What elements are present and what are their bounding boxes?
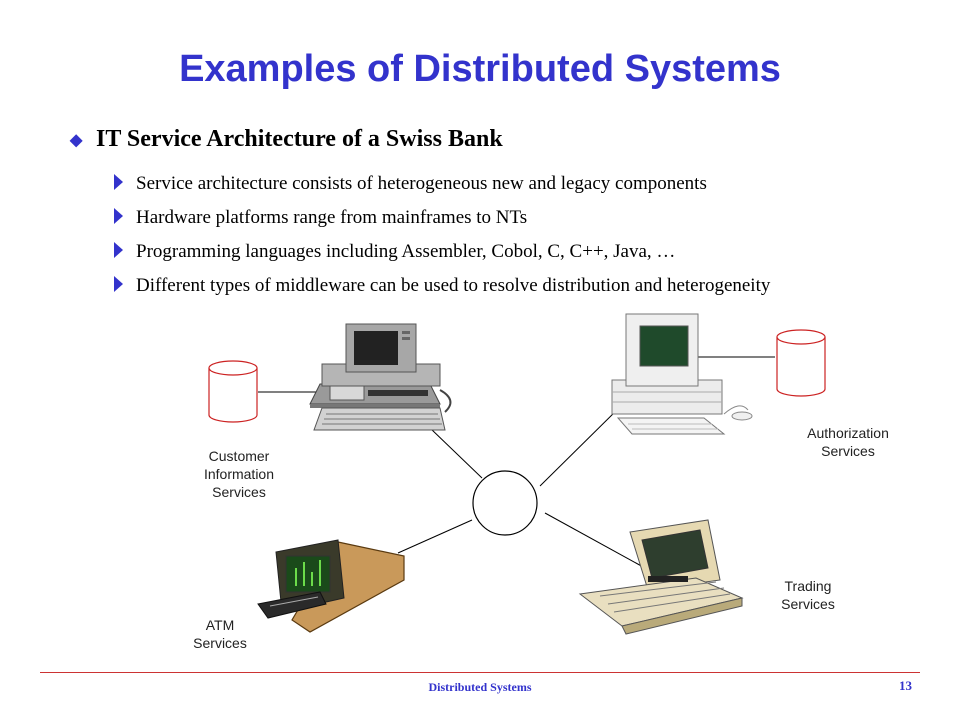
trading-services-label: Trading Services <box>768 577 848 613</box>
link-mainframe-hub <box>429 427 483 479</box>
diamond-bullet-icon: ◆ <box>70 132 83 149</box>
sub-bullet-text: Hardware platforms range from mainframes… <box>136 207 528 228</box>
desktop-computer-icon <box>309 323 452 431</box>
label-line: Information <box>203 466 275 482</box>
sub-bullet-text: Programming languages including Assemble… <box>136 241 676 262</box>
network-hub <box>472 470 538 536</box>
atm-services-label: ATM Services <box>180 616 260 652</box>
label-line: Services <box>193 635 247 651</box>
main-bullet-text: IT Service Architecture of a Swiss Bank <box>96 126 503 152</box>
arrow-bullet-icon <box>114 208 123 224</box>
label-line: Services <box>821 443 875 459</box>
arrow-bullet-icon <box>114 276 123 292</box>
link-hub-trading <box>544 512 646 569</box>
page-number: 13 <box>899 678 912 693</box>
label-line: Services <box>781 596 835 612</box>
sub-bullet-text: Different types of middleware can be use… <box>136 275 771 296</box>
customer-services-label: Customer Information Services <box>184 447 294 501</box>
slide-title: Examples of Distributed Systems <box>179 48 781 90</box>
label-line: Trading <box>784 578 832 594</box>
sub-bullet-text: Service architecture consists of heterog… <box>136 173 707 194</box>
link-hub-auth <box>539 404 623 487</box>
arrow-bullet-icon <box>114 174 123 190</box>
label-line: ATM <box>205 617 235 633</box>
laptop-computer-icon <box>578 519 744 635</box>
footer-divider <box>40 672 920 673</box>
atm-terminal-icon <box>257 539 405 633</box>
arrow-bullet-icon <box>114 242 123 258</box>
footer-title: Distributed Systems <box>428 680 532 694</box>
authorization-database-icon <box>776 329 826 397</box>
label-line: Authorization <box>807 425 889 441</box>
authorization-services-label: Authorization Services <box>788 424 908 460</box>
macintosh-computer-icon <box>611 313 753 435</box>
label-line: Customer <box>208 448 270 464</box>
link-atm-hub <box>397 519 473 554</box>
label-line: Services <box>212 484 266 500</box>
customer-database-icon <box>208 360 258 423</box>
